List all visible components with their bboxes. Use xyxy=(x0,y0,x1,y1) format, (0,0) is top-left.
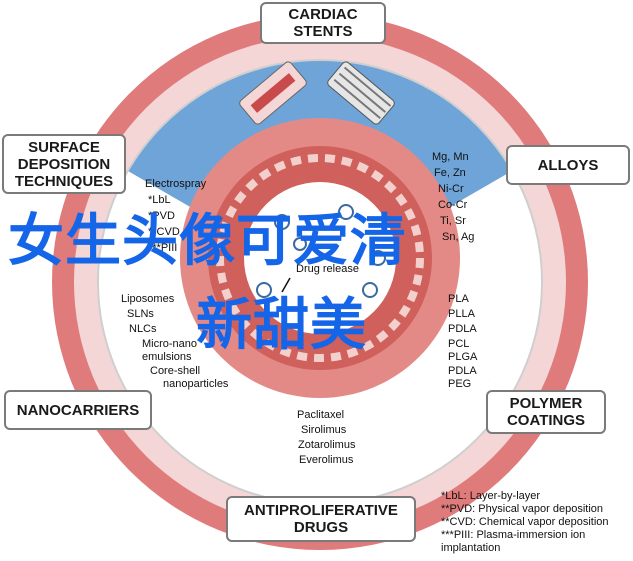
legend-item: **PVD: Physical vapor deposition xyxy=(441,503,604,515)
alloys-item: Mg, Mn xyxy=(432,151,469,163)
surface-item: ***PIII xyxy=(148,242,177,254)
alloys-item: Co-Cr xyxy=(438,199,468,211)
polymer-list: PLA PLLA PDLA PCL PLGA PDLA PEG xyxy=(448,293,478,390)
alloys-item: Sn, Ag xyxy=(442,231,474,243)
polymer-item: PLGA xyxy=(448,351,478,363)
drugs-item: Sirolimus xyxy=(301,424,347,436)
polymer-item: PLLA xyxy=(448,308,476,320)
polymer-item: PLA xyxy=(448,293,469,305)
nano-list: Liposomes SLNs NLCs Micro-nano emulsions… xyxy=(121,293,229,390)
alloys-item: Ni-Cr xyxy=(438,183,464,195)
nano-item: emulsions xyxy=(142,351,192,363)
nano-item: NLCs xyxy=(129,323,157,335)
surface-item: Electrospray xyxy=(145,178,207,190)
nano-item: nanoparticles xyxy=(163,378,229,390)
nanocarriers-box: NANOCARRIERS xyxy=(4,390,152,430)
alloys-item: Fe, Zn xyxy=(434,167,466,179)
legend-item: *LbL: Layer-by-layer xyxy=(441,490,541,502)
nano-item: Micro-nano xyxy=(142,338,197,350)
center-arrow xyxy=(281,277,291,293)
legend: *LbL: Layer-by-layer **PVD: Physical vap… xyxy=(441,490,609,555)
surface-list: Electrospray *LbL *PVD **CVD ***PIII xyxy=(145,178,207,254)
polymer-item: PCL xyxy=(448,338,469,350)
center-label: Drug release xyxy=(296,263,359,275)
surface-item: **CVD xyxy=(148,226,180,238)
drugs-list: Paclitaxel Sirolimus Zotarolimus Everoli… xyxy=(297,409,356,466)
stent-icon-right xyxy=(327,61,395,125)
legend-item: **CVD: Chemical vapor deposition xyxy=(441,516,609,528)
nano-item: Core-shell xyxy=(150,365,200,377)
polymer-item: PDLA xyxy=(448,365,477,377)
legend-item: ***PIII: Plasma-immersion ion xyxy=(441,529,586,541)
stent-icon-left xyxy=(239,61,307,125)
drugs-item: Zotarolimus xyxy=(298,439,356,451)
nano-item: Liposomes xyxy=(121,293,175,305)
drugs-item: Paclitaxel xyxy=(297,409,344,421)
legend-item: implantation xyxy=(441,542,501,554)
alloys-item: Ti, Sr xyxy=(440,215,466,227)
surface-item: *PVD xyxy=(148,210,175,222)
surface-item: *LbL xyxy=(148,194,171,206)
overlay-text-line2: 新甜美 xyxy=(196,293,367,358)
polymer-item: PDLA xyxy=(448,323,477,335)
vessel-endothelium xyxy=(216,154,424,362)
alloys-box: ALLOYS xyxy=(506,145,630,185)
nano-item: SLNs xyxy=(127,308,154,320)
stent-struts xyxy=(256,204,386,298)
drugs-item: Everolimus xyxy=(299,454,354,466)
alloys-list: Mg, Mn Fe, Zn Ni-Cr Co-Cr Ti, Sr Sn, Ag xyxy=(432,151,474,243)
polymer-item: PEG xyxy=(448,378,471,390)
overlay-text-line1: 女生头像可爱清 xyxy=(8,209,407,274)
